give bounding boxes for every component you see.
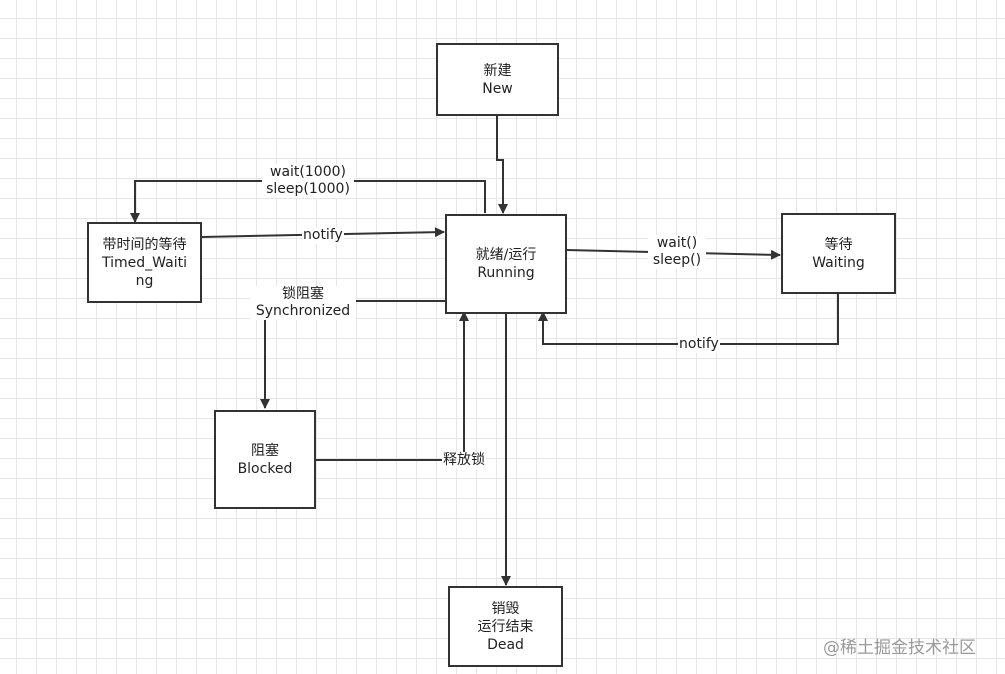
state-waiting: 等待 Waiting	[781, 213, 896, 294]
state-new-line-1: 新建	[483, 62, 512, 79]
edge-label-sleep-1000: sleep(1000)	[266, 181, 350, 197]
state-timed-waiting: 带时间的等待 Timed_Waiti ng	[87, 222, 202, 303]
edge-label-release-lock: 释放锁	[442, 452, 486, 469]
edge-label-sleep: sleep()	[652, 252, 702, 268]
edge-label-lock-block: 锁阻塞	[282, 286, 324, 302]
edge-label-synchronized: 锁阻塞 Synchronized	[250, 286, 356, 320]
edge-label-wait: wait()	[656, 235, 698, 251]
state-timed-waiting-line-3: ng	[135, 272, 154, 289]
state-dead-line-2: 运行结束	[477, 618, 534, 635]
state-waiting-line-1: 等待	[824, 236, 853, 253]
state-blocked: 阻塞 Blocked	[214, 410, 316, 509]
state-timed-waiting-line-2: Timed_Waiti	[102, 254, 187, 271]
state-running-line-2: Running	[477, 265, 535, 281]
watermark: @稀土掘金技术社区	[823, 638, 976, 658]
state-timed-waiting-line-1: 带时间的等待	[102, 236, 187, 253]
edge-blocked-to-running	[316, 311, 469, 461]
edge-label-wait-sleep: wait() sleep()	[648, 235, 706, 269]
state-running: 就绪/运行 Running	[445, 214, 567, 314]
state-dead-line-3: Dead	[487, 636, 524, 653]
edge-label-notify-waiting: notify	[678, 336, 720, 353]
state-dead-line-1: 销毁	[491, 600, 520, 617]
edge-new-to-running	[496, 115, 508, 214]
state-blocked-line-2: Blocked	[237, 460, 293, 477]
state-dead: 销毁 运行结束 Dead	[448, 586, 563, 667]
state-running-line-1: 就绪/运行	[475, 247, 537, 263]
edge-label-wait-sleep-timed: wait(1000) sleep(1000)	[262, 164, 354, 198]
edge-label-synchronized-text: Synchronized	[255, 303, 351, 319]
state-blocked-line-1: 阻塞	[251, 442, 279, 459]
state-waiting-line-2: Waiting	[812, 254, 865, 271]
edge-label-wait-1000: wait(1000)	[270, 164, 346, 180]
edge-label-notify-timed: notify	[302, 227, 344, 244]
state-new: 新建 New	[436, 43, 559, 116]
state-new-line-2: New	[482, 80, 513, 97]
